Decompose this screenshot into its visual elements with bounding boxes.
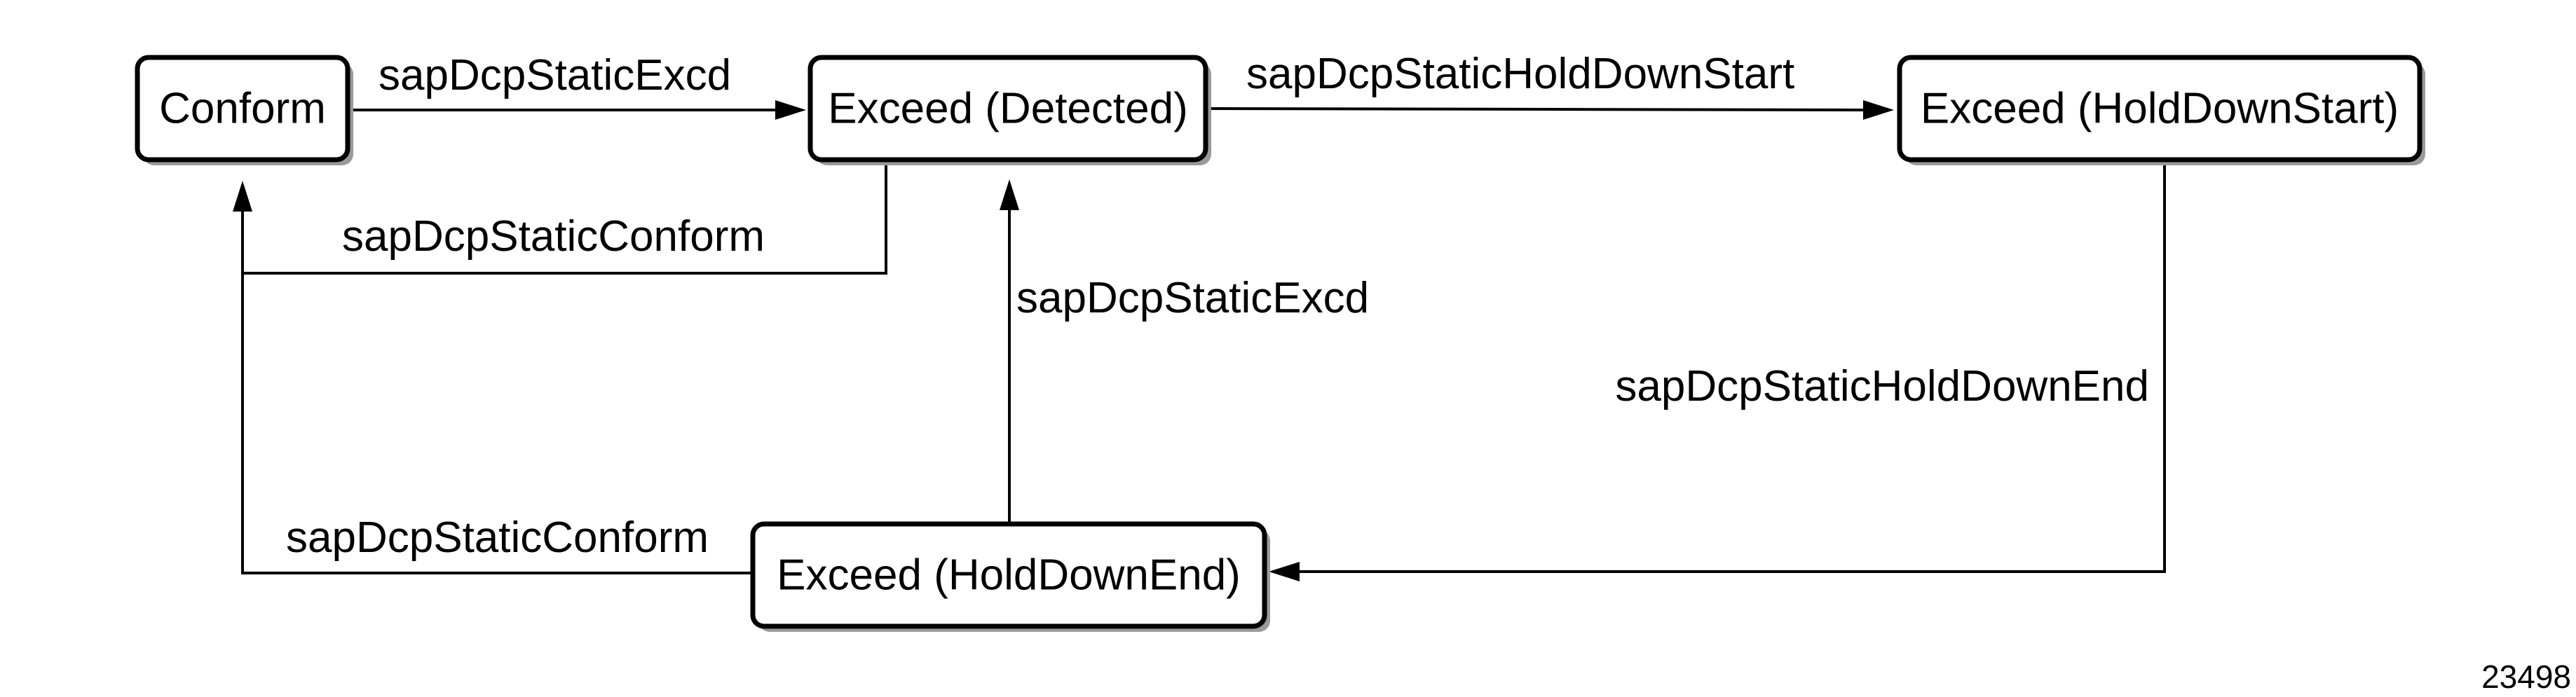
label-holddownend-to-conform: sapDcpStaticConform: [286, 513, 709, 562]
label-detected-to-conform: sapDcpStaticConform: [342, 212, 765, 261]
state-conform: Conform: [135, 55, 353, 165]
state-exceed-detected-label: Exceed (Detected): [828, 85, 1187, 133]
edge-holddownend-to-conform: [233, 181, 751, 574]
figure-id: 23498: [2481, 658, 2571, 695]
edge-detected-to-holddownstart: [1211, 100, 1894, 120]
label-conform-to-detected: sapDcpStaticExcd: [379, 51, 731, 99]
state-exceed-holddownend-label: Exceed (HoldDownEnd): [777, 551, 1241, 600]
label-detected-to-holddownstart: sapDcpStaticHoldDownStart: [1246, 50, 1794, 98]
label-holddownstart-to-holddownend: sapDcpStaticHoldDownEnd: [1615, 362, 2149, 410]
edge-conform-to-detected: [348, 100, 806, 120]
state-exceed-holddownend: Exceed (HoldDownEnd): [750, 521, 1270, 632]
edge-detected-to-conform: [243, 160, 887, 275]
edge-holddownend-to-detected: [1000, 179, 1019, 524]
state-conform-label: Conform: [159, 85, 326, 133]
label-holddownend-to-detected: sapDcpStaticExcd: [1016, 274, 1369, 322]
edge-holddownstart-to-holddownend: [1269, 160, 2166, 581]
state-exceed-holddownstart: Exceed (HoldDownStart): [1897, 55, 2425, 165]
state-exceed-holddownstart-label: Exceed (HoldDownStart): [1921, 85, 2399, 133]
state-exceed-detected: Exceed (Detected): [807, 55, 1211, 165]
